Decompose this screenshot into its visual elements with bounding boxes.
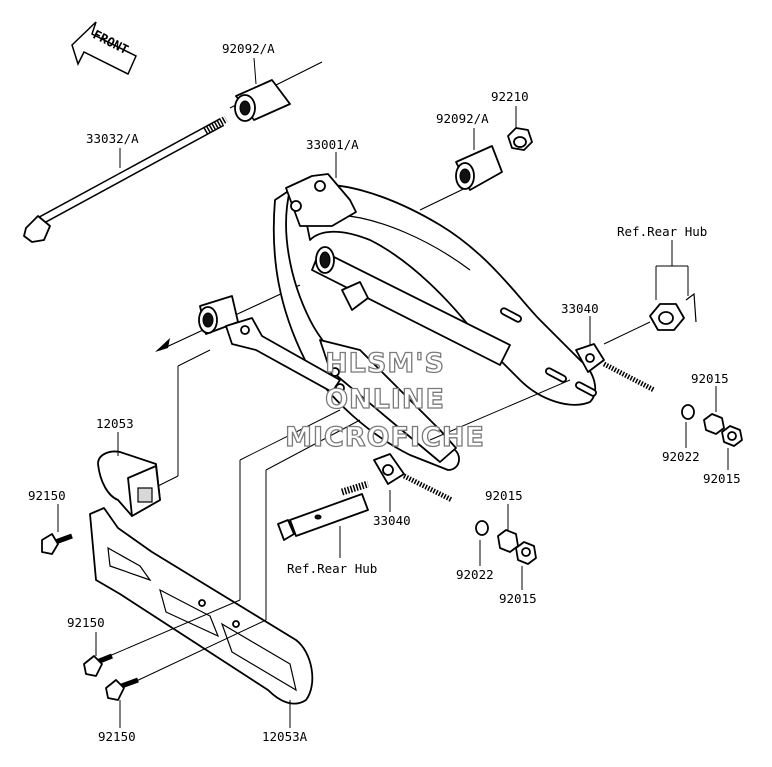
chain-slider-12053 bbox=[97, 450, 161, 517]
callout-12053: 12053 bbox=[96, 416, 134, 431]
bolt-92150-lower bbox=[105, 677, 139, 701]
callout-92022-upper: 92022 bbox=[662, 449, 700, 464]
collar-left bbox=[198, 295, 341, 393]
nut-92210 bbox=[507, 127, 533, 151]
chain-adjuster-33040-upper bbox=[575, 343, 743, 447]
axle-nut-ref-rear-hub bbox=[649, 292, 697, 331]
callout-92015-d: 92015 bbox=[499, 591, 537, 606]
callout-92015-c: 92015 bbox=[485, 488, 523, 503]
callout-ref-rear-hub-lower: Ref.Rear Hub bbox=[287, 561, 377, 576]
callout-ref-rear-hub-upper: Ref.Rear Hub bbox=[617, 224, 707, 239]
callout-33040-upper: 33040 bbox=[561, 301, 599, 316]
watermark: HLSM'S ONLINE MICROFICHE bbox=[284, 347, 485, 453]
callout-92092a-upper: 92092/A bbox=[222, 41, 275, 56]
callout-33032a: 33032/A bbox=[86, 131, 139, 146]
rear-axle-ref-rear-hub bbox=[277, 480, 370, 541]
bolt-92150-middle bbox=[83, 653, 113, 677]
callout-92015-b: 92015 bbox=[703, 471, 741, 486]
callout-33040-lower: 33040 bbox=[373, 513, 411, 528]
front-arrow-icon: FRONT bbox=[71, 21, 137, 76]
bolt-92150-upper bbox=[41, 533, 73, 555]
watermark-line-1: HLSM'S bbox=[325, 348, 445, 379]
chain-guide-12053a bbox=[89, 507, 314, 705]
callout-33001a: 33001/A bbox=[306, 137, 359, 152]
callout-labels: 92092/A 33032/A 92210 92092/A 33001/A Re… bbox=[28, 41, 741, 744]
callout-92150-lower: 92150 bbox=[98, 729, 136, 744]
leader-lines bbox=[57, 57, 729, 728]
watermark-line-2: ONLINE bbox=[325, 384, 445, 415]
swingarm-33001a bbox=[155, 173, 597, 471]
callout-92022-lower: 92022 bbox=[456, 567, 494, 582]
chain-adjuster-33040-lower bbox=[373, 453, 537, 565]
collar-92092a-upper bbox=[229, 61, 323, 122]
callout-92210: 92210 bbox=[491, 89, 529, 104]
callout-92092a-right: 92092/A bbox=[436, 111, 489, 126]
callout-92150-middle: 92150 bbox=[67, 615, 105, 630]
pivot-bolt-33032a bbox=[23, 115, 228, 243]
callout-92015-a: 92015 bbox=[691, 371, 729, 386]
watermark-line-3: MICROFICHE bbox=[285, 422, 485, 453]
callout-12053a: 12053A bbox=[262, 729, 308, 744]
collar-92092a-right bbox=[419, 145, 503, 211]
callout-92150-upper: 92150 bbox=[28, 488, 66, 503]
